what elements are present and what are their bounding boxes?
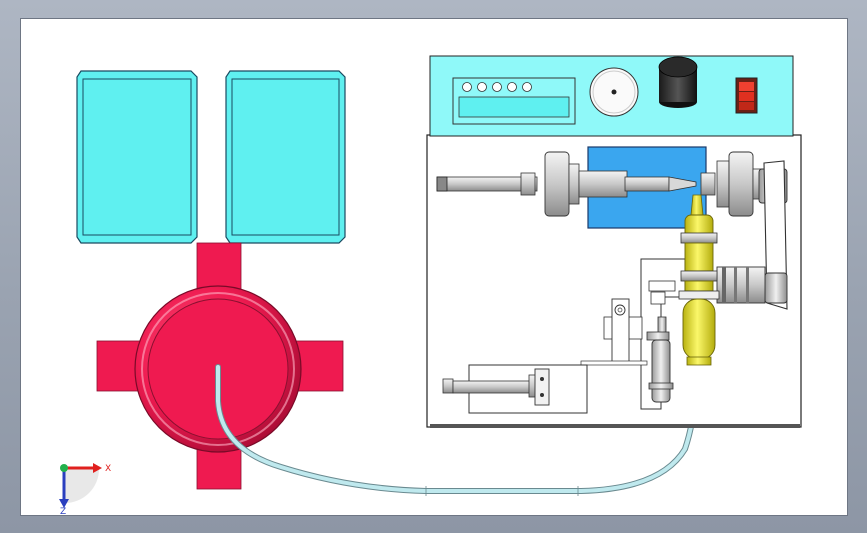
cad-viewport[interactable]: X Z <box>20 18 848 516</box>
x-axis-label: X <box>105 464 111 474</box>
control-console[interactable] <box>429 55 794 137</box>
control-knob-icon[interactable] <box>658 56 698 108</box>
left-control-panel[interactable] <box>76 70 198 244</box>
drive-belt[interactable] <box>758 160 788 310</box>
z-axis-label: Z <box>60 507 66 515</box>
spindle-assembly[interactable] <box>436 151 764 217</box>
cad-drawing: X Z <box>59 55 802 515</box>
dial-gauge-icon[interactable] <box>589 67 639 117</box>
supply-tube[interactable] <box>215 362 698 496</box>
power-switch-icon[interactable] <box>735 77 758 114</box>
right-control-panel[interactable] <box>225 70 346 244</box>
coordinate-triad: X Z <box>59 463 111 515</box>
horizontal-cylinder[interactable] <box>442 364 588 414</box>
yellow-cylinder[interactable] <box>678 194 720 366</box>
stepper-motor[interactable] <box>716 266 766 304</box>
display-screen <box>452 77 576 125</box>
push-cylinder[interactable] <box>646 316 674 403</box>
